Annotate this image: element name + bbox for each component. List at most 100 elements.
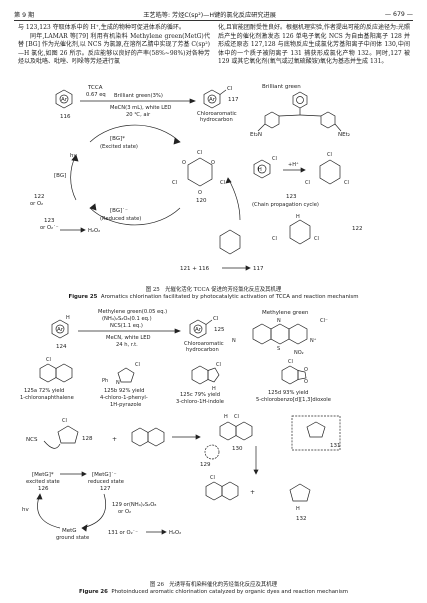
chain-propagation-cycle: H Cl +H⁺ Cl Cl Cl 123 (Chain propagation… xyxy=(225,152,363,245)
hv-label-2: hv xyxy=(22,507,29,513)
label-123: 123 xyxy=(44,218,55,224)
oxidant: (NH₄)₂S₂O₈(0.1 eq.) xyxy=(102,316,152,322)
h2o2: H₂O₂ xyxy=(169,530,181,536)
atom-cl: Cl xyxy=(272,156,277,162)
label-125: 125 xyxy=(214,327,225,333)
product-label: Chloroaromatic xyxy=(197,111,237,117)
atom-cl: Cl xyxy=(216,362,221,368)
atom-cl: Cl xyxy=(327,152,332,158)
label-131: 131 xyxy=(330,443,341,449)
ring-label: Ar xyxy=(209,97,216,103)
atom-s: S xyxy=(277,346,280,352)
metg-reduced: [MetG]˙⁻ xyxy=(92,472,117,478)
plus-sign: + xyxy=(112,436,117,443)
left-paragraph-1: 与 123,123 夺取体系中的 H⁺,生成的物种可促进体系的循环。 xyxy=(18,24,185,31)
atom-n: N xyxy=(277,318,281,324)
left-column: 与 123,123 夺取体系中的 H⁺,生成的物种可促进体系的循环。 同年,LA… xyxy=(18,24,210,67)
label-132: 132 xyxy=(296,516,307,522)
hv-label: hv xyxy=(70,153,77,159)
catalyst: Brilliant green(3%) xyxy=(114,93,163,99)
photocatalytic-cycle: [BG]* (Excited state) [BG] hv [BG]˙⁻ (Re… xyxy=(54,124,181,226)
metg-ground: MetG xyxy=(62,528,77,534)
issue-number: 第 9 期 xyxy=(14,11,35,19)
figure-26-caption-text: Photoinduced aromatic chlorination catal… xyxy=(111,589,349,595)
name-125b: 4-chloro-1-phenyl- xyxy=(100,395,148,401)
bottom-product-117: 117 xyxy=(253,266,264,272)
ring-label: Ar xyxy=(61,97,68,103)
name-125c: 3-chloro-1H-indole xyxy=(176,399,224,405)
h-plus: +H⁺ xyxy=(288,162,299,168)
running-title: 王艺皓等: 芳烃C(sp²)—H键的氯化反应研究进展 xyxy=(143,11,276,19)
or-o2-minus: or O₂˙⁻ xyxy=(40,225,59,231)
name-125d: 5-chlorobenzo[d][1,3]dioxole xyxy=(256,397,331,403)
solvent: MeCN, white LED xyxy=(106,335,150,341)
atom-n: N xyxy=(116,380,120,386)
conditions-2: 20 ℃, air xyxy=(126,112,151,118)
ring-label: Ar xyxy=(195,327,202,333)
substrate-scope: Cl 125a 72% yield 1-chloronaphthalene Ph… xyxy=(20,357,331,408)
excited-state-label: (Excited state) xyxy=(100,144,138,150)
label-128: 128 xyxy=(82,436,93,442)
atom-cl: Cl xyxy=(227,86,233,92)
atom-n: N xyxy=(232,338,236,344)
product-117: Ar Cl 117 Chloroaromatic hydrocarbon xyxy=(197,86,239,123)
conditions: MeCN(3 mL), white LED xyxy=(110,105,171,111)
reduced-state-label: (Reduced state) xyxy=(100,216,141,222)
figure-26-caption-en: Figure 26 Photoinduced aromatic chlorina… xyxy=(0,589,427,595)
label-126: 126 xyxy=(38,486,49,492)
label-116: 116 xyxy=(60,114,71,120)
right-column: 化,且官能团耐受性良好。根据机理实验,作者提出可能的反应途径为:光照后产生的催化… xyxy=(218,24,410,67)
bg-title: Brilliant green xyxy=(262,84,301,90)
atom-h: H xyxy=(296,506,300,512)
atom-cl: Cl xyxy=(213,316,219,322)
atom-nplus: N⁺ xyxy=(310,338,317,344)
label-124: 124 xyxy=(56,344,67,350)
figure-26-scheme: Ar H 124 Methylene green(0.05 eq.) (NH₄)… xyxy=(20,309,341,541)
atom-cl: Cl xyxy=(288,359,293,365)
bottom-reactants: 121 + 116 xyxy=(180,266,210,272)
atom-cl: Cl xyxy=(197,150,202,156)
yield-125c: 125c 79% yield xyxy=(180,392,220,398)
reactant-116: Ar 116 xyxy=(55,89,73,120)
product-125c: Cl H 125c 79% yield 3-chloro-1H-indole xyxy=(176,362,224,405)
product-125a: Cl 125a 72% yield 1-chloronaphthalene xyxy=(20,357,74,401)
right-paragraph-1: 化,且官能团耐受性良好。根据机理实验,作者提出可能的反应途径为:光照后产生的催化… xyxy=(218,24,410,66)
page-number: — 679 — xyxy=(384,10,413,18)
atom-cl: Cl xyxy=(305,180,310,186)
label-117: 117 xyxy=(228,97,239,103)
figure-26-label: Figure 26 xyxy=(78,589,108,595)
chlorine-source: NCS(1.1 eq.) xyxy=(110,323,143,329)
figure-25-caption-en: Figure 25 Aromatics chlorination facilit… xyxy=(0,294,427,300)
atom-h: H xyxy=(224,414,228,420)
chloride: Cl⁻ xyxy=(320,318,328,324)
label-122: 122 xyxy=(34,194,45,200)
atom-cl: Cl xyxy=(314,236,319,242)
atom-o: O xyxy=(304,367,308,373)
figure-25-scheme: Ar 116 TCCA 0.67 eq Brilliant green(3%) … xyxy=(30,84,363,272)
product-125b: Ph N Cl 125b 92% yield 4-chloro-1-phenyl… xyxy=(100,362,148,408)
ring-label: Ar xyxy=(57,327,64,333)
atom-h: H xyxy=(66,315,70,321)
byproduct-131: 131 or O₂˙⁻ xyxy=(108,530,138,536)
product-label-2: hydrocarbon xyxy=(200,117,233,123)
reduced-state: reduced state xyxy=(88,479,124,485)
label-127: 127 xyxy=(100,486,111,492)
yield-125a: 125a 72% yield xyxy=(24,388,64,394)
atom-cl: Cl xyxy=(344,180,349,186)
excited-state: excited state xyxy=(26,479,60,485)
label-129: 129 xyxy=(200,462,211,468)
atom-cl: Cl xyxy=(62,418,67,424)
net2-label: NEt₂ xyxy=(338,132,350,138)
et2n-label: Et₂N xyxy=(250,132,262,138)
ground-state: ground state xyxy=(56,535,89,541)
label-130: 130 xyxy=(232,446,243,452)
metg-excited: [MetG]* xyxy=(32,472,54,478)
yield-125b: 125b 92% yield xyxy=(104,388,144,394)
figure-26-caption-zh: 图 26 光诱导有机染料催化的芳烃氯化反应及其机理 xyxy=(149,582,278,588)
yield-125d: 125d 93% yield xyxy=(268,390,308,396)
atom-cl: Cl xyxy=(272,236,277,242)
reagent-eq: 0.67 eq xyxy=(86,92,106,98)
brilliant-green-structure: Brilliant green Et₂N NEt₂ xyxy=(250,84,350,138)
figure-25-caption-zh: 图 25 光催化活化 TCCA 促进的芳烃氯化反应及其机理 xyxy=(145,287,282,293)
atom-cl: Cl xyxy=(234,414,239,420)
